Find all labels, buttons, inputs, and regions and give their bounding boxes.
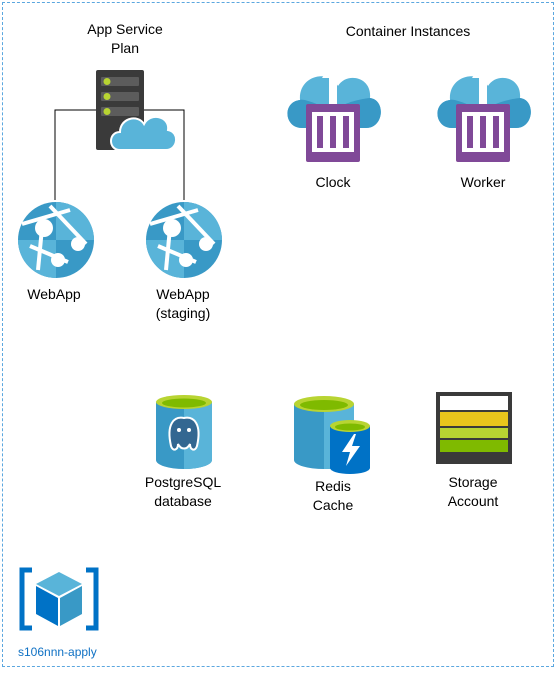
webapp-staging-label: WebApp (staging) [142,285,224,323]
webapp-staging-globe-icon [146,202,222,278]
storage-label-line2: Account [447,493,499,509]
container-cloud-icon-worker [437,62,531,162]
connector-plan-webapp [54,109,96,200]
redis-cache-icon [294,396,370,474]
webapp-globe-icon [18,202,94,278]
redis-label-line2: Cache [312,497,354,513]
storage-label-line1: Storage [448,474,498,490]
redis-label-line1: Redis [315,478,351,494]
redis-label: Redis Cache [298,477,368,515]
postgresql-label-line2: database [154,493,212,509]
storage-label: Storage Account [428,473,518,511]
postgresql-label: PostgreSQL database [136,473,230,511]
app-service-plan-label: App Service Plan [80,20,170,58]
clock-label: Clock [315,174,351,190]
resource-group-cube-icon [19,567,99,631]
server-cloud-icon [96,70,177,151]
worker-label: Worker [460,174,506,190]
app-service-plan-label-line2: Plan [110,40,140,56]
webapp-staging-label-line1: WebApp [156,286,210,302]
resource-group-name: s106nnn-apply [18,645,97,659]
app-service-plan-label-line1: App Service [87,21,163,37]
webapp-staging-label-line2: (staging) [155,305,211,321]
resource-group-boundary [2,2,554,667]
connector-plan-webapp-staging [144,109,185,200]
postgresql-database-icon [156,395,212,469]
container-cloud-icon-clock [287,62,381,162]
storage-account-icon [436,392,512,464]
webapp-label-line1: WebApp [27,286,81,302]
postgresql-label-line1: PostgreSQL [144,474,222,490]
container-instances-title: Container Instances [345,23,471,39]
webapp-label: WebApp [14,285,94,304]
